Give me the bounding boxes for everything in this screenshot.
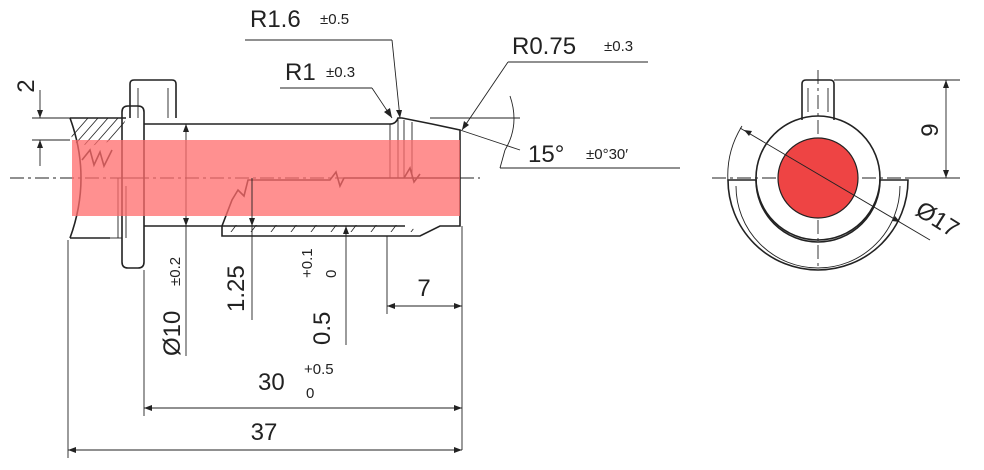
dim-dia17-label: Ø17 xyxy=(911,196,964,243)
dim-r1-tol: ±0.3 xyxy=(326,64,355,81)
dim-angle-tol: ±0°30′ xyxy=(586,146,628,163)
dim-dia10-label: Ø10 xyxy=(159,311,186,356)
end-view xyxy=(712,70,930,271)
dim-r16-tol: ±0.5 xyxy=(320,11,349,28)
dim-2-label: 2 xyxy=(13,79,40,92)
dim-r075-label: R0.75 xyxy=(512,33,576,60)
dim-125-label: 1.25 xyxy=(223,265,250,312)
dim-37-label: 37 xyxy=(251,419,278,446)
tab-outline xyxy=(129,79,177,118)
dim-9-label: 9 xyxy=(917,123,944,136)
dim-05-tol-lower: 0 xyxy=(323,270,340,278)
end-bore-highlight xyxy=(777,137,859,219)
end-tab xyxy=(801,79,835,120)
dim-dia10-tol: ±0.2 xyxy=(167,257,184,286)
hatch-bottom xyxy=(224,225,420,232)
dim-05-label: 0.5 xyxy=(309,312,336,345)
end-outer-circle xyxy=(755,115,881,241)
dim-r1-label: R1 xyxy=(285,59,316,86)
end-flange xyxy=(727,179,909,271)
dim-30-tol-upper: +0.5 xyxy=(304,361,334,378)
dim-7-label: 7 xyxy=(417,275,430,302)
dim-r16-label: R1.6 xyxy=(250,6,301,33)
dim-r075-tol: ±0.3 xyxy=(604,38,633,55)
dim-30-label: 30 xyxy=(258,369,285,396)
dim-angle-label: 15° xyxy=(528,141,564,168)
dim-30-tol-lower: 0 xyxy=(306,385,314,402)
flange-outline xyxy=(121,105,145,269)
side-view xyxy=(10,79,480,269)
side-dimensions: 2 R1.6 ±0.5 R1 ±0.3 R0.75 ±0.3 15° ±0°30… xyxy=(13,6,680,458)
dim-05-tol-upper: +0.1 xyxy=(299,248,316,278)
highlight-band xyxy=(72,140,460,216)
